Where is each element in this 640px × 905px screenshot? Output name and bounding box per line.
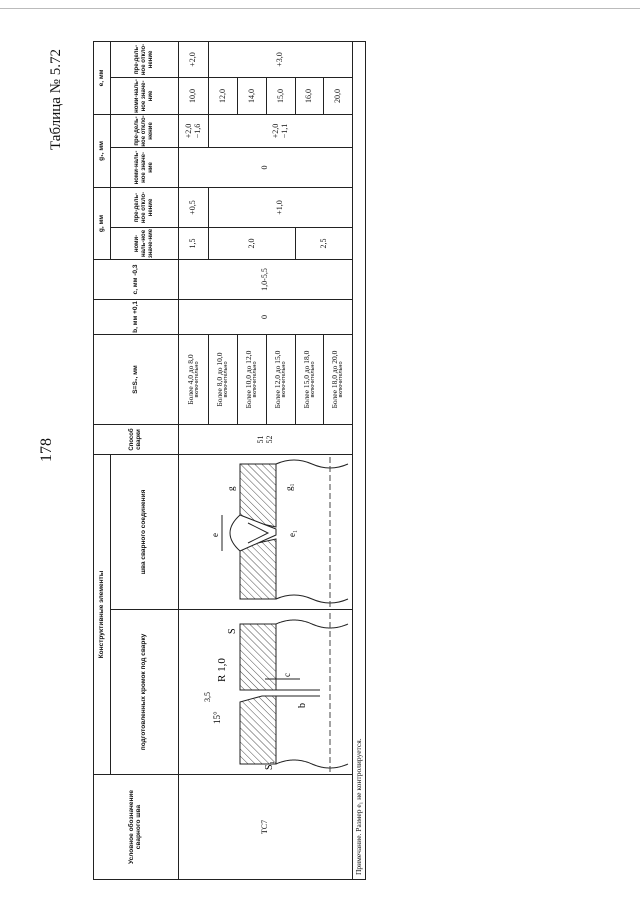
e-nominal: 10,0 <box>178 77 209 115</box>
g1-tol-lower: −1,1 <box>279 123 289 139</box>
g1-tolerance: +2,0−1,6 <box>178 114 209 148</box>
label-s1: S₁ <box>264 761 275 770</box>
e-nominal: 20,0 <box>323 77 353 115</box>
header-e-nominal: номи-наль-ное значе-ние <box>110 77 179 115</box>
header-thickness: S=S₁, мм <box>93 334 179 425</box>
label-g1: g₁ <box>284 483 294 491</box>
e-nominal: 16,0 <box>295 77 324 115</box>
thickness-range-note: включительно <box>223 361 230 398</box>
label-e: e <box>210 533 220 537</box>
g-tolerance: +1,0 <box>208 187 353 228</box>
weld-joint-sketch: e e₁ g g₁ <box>210 456 348 607</box>
label-dim: 3,5 <box>203 692 212 702</box>
g1-tol-lower: −1,6 <box>192 123 202 139</box>
thickness-range-note: включительно <box>252 361 259 398</box>
table-note: Примечание. Размер e₁ не контролируется. <box>352 41 366 880</box>
header-g-tolerance: пре-дель-ное откло-нение <box>110 187 179 228</box>
header-b: b, мм +0,1 <box>93 299 179 335</box>
edge-prep-drawing: 15° 3,5 R 1,0 S S₁ b c <box>178 609 353 775</box>
weld-joint-drawing: e e₁ g g₁ <box>178 454 353 610</box>
header-g-nominal: номи-наль-ное значе-ние <box>110 227 179 260</box>
g1-tolerance: +2,0−1,1 <box>208 114 353 148</box>
header-g: g, мм <box>93 187 111 260</box>
header-weld-joint: шва сварного соединения <box>110 454 179 610</box>
header-c: c, мм -0,3 <box>93 259 179 300</box>
page-edge-line <box>0 8 640 9</box>
table-title: Таблица № 5.72 <box>48 49 64 150</box>
header-e: e, мм <box>93 41 111 115</box>
e-tolerance: +3,0 <box>208 41 353 78</box>
label-angle: 15° <box>212 711 222 724</box>
label-e1: e₁ <box>287 530 297 537</box>
designation-cell: ТС7 <box>178 774 353 880</box>
header-structural-elements: Конструктивные элементы <box>93 454 111 775</box>
header-e-tolerance: пре-дель-ное откло-нение <box>110 41 179 78</box>
g-tolerance: +0,5 <box>178 187 209 228</box>
g1-nominal: 0 <box>178 147 353 188</box>
header-prepared-edges: подготовленных кромок под сварку <box>110 609 179 775</box>
header-g1-tolerance: пре-дель-ное откло-нение <box>110 114 179 148</box>
page-number: 178 <box>38 438 55 462</box>
label-g: g <box>226 486 236 491</box>
c-value: 1,0-5,5 <box>178 259 353 300</box>
welding-method-cell: 51 52 <box>178 424 353 455</box>
label-s: S <box>227 628 238 634</box>
header-designation: Условное обозначение сварного шва <box>93 774 179 880</box>
g-nominal: 1,5 <box>178 227 209 260</box>
label-radius: R 1,0 <box>216 658 228 682</box>
thickness-range-note: включительно <box>338 361 345 398</box>
welding-method-52: 52 <box>264 435 274 444</box>
label-c: c <box>282 673 292 677</box>
g-nominal: 2,5 <box>295 227 353 260</box>
thickness-range-note: включительно <box>193 361 200 398</box>
edge-prep-sketch: 15° 3,5 R 1,0 S S₁ b c <box>203 611 348 772</box>
welding-table: Условное обозначение сварного шва Констр… <box>93 41 366 880</box>
thickness-range-note: включительно <box>309 361 316 398</box>
e-nominal: 14,0 <box>237 77 267 115</box>
header-g1-nominal: номи-наль-ное значе-ние <box>110 147 179 188</box>
e-tolerance: +2,0 <box>178 41 209 78</box>
e-nominal: 15,0 <box>266 77 296 115</box>
header-welding-method: Способ сварки <box>93 424 179 455</box>
g-nominal: 2,0 <box>208 227 296 260</box>
b-value: 0 <box>178 299 353 335</box>
header-g1: g₁, мм <box>93 114 111 188</box>
thickness-range-note: включительно <box>281 361 288 398</box>
e-nominal: 12,0 <box>208 77 238 115</box>
label-b: b <box>297 703 308 708</box>
